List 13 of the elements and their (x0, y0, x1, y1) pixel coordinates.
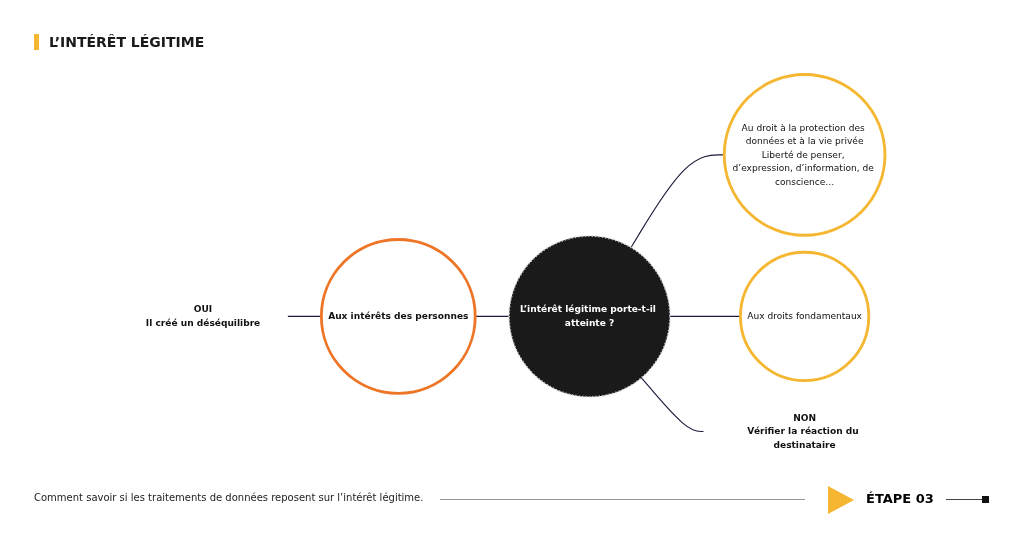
step-label: ÉTAPE 03 (866, 491, 934, 506)
node-circle: L’intérêt légitime porte-t-il atteinte ? (508, 235, 671, 398)
node-circle: Aux intérêts des personnes (319, 238, 477, 395)
connector (640, 377, 705, 433)
connector (286, 315, 322, 317)
node-circle: Au droit à la protection des données et à la vie privée Liberté de penser, d’expression, d’information, de conscience… (722, 73, 887, 237)
connector (669, 315, 741, 317)
node-circle: Aux droits fondamentaux (739, 250, 871, 382)
node-text: OUI Il créé un déséquilibre (145, 303, 261, 329)
caption: Comment savoir si les traitements de données reposent sur l’intérêt légitime. (34, 492, 424, 503)
title: L’INTÉRÊT LÉGITIME (34, 34, 205, 50)
connector (630, 154, 725, 249)
node-text: NON Vérifier la réaction du destinataire (747, 412, 859, 451)
